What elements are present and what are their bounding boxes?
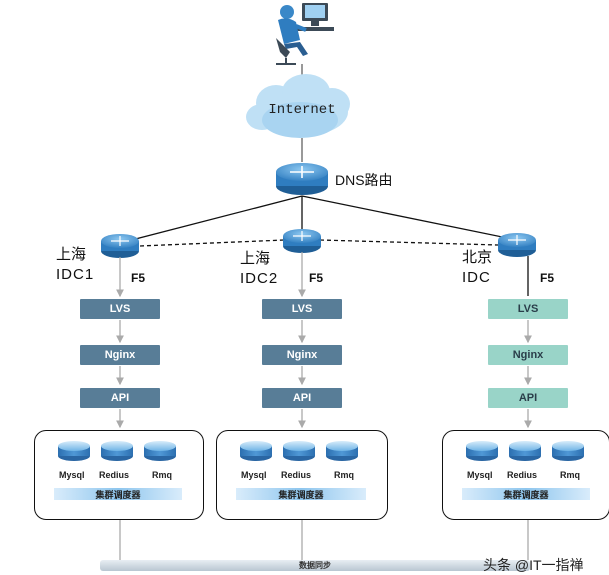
idc2-f5-label: F5 xyxy=(309,271,324,285)
router-icon xyxy=(283,229,321,253)
idc3-lvs-box: LVS xyxy=(488,299,568,319)
dns-router-icon xyxy=(276,163,328,195)
idc2-scheduler: 集群调度器 xyxy=(236,488,366,500)
idc3-api-box: API xyxy=(488,388,568,408)
idc1-db-label: Mysql xyxy=(59,470,85,480)
idc3-db-label: Redius xyxy=(507,470,538,480)
cloud-icon xyxy=(246,74,350,138)
idc2-db-label: Rmq xyxy=(334,470,354,480)
internet-label: Internet xyxy=(268,102,335,118)
user-at-computer-icon xyxy=(276,3,334,65)
idc2-lvs-box: LVS xyxy=(262,299,342,319)
idc1-code-label: IDC1 xyxy=(56,266,95,283)
idc3-code-label: IDC xyxy=(462,269,491,286)
idc1-db-label: Redius xyxy=(99,470,130,480)
idc1-api-box: API xyxy=(80,388,160,408)
idc1-lvs-box: LVS xyxy=(80,299,160,319)
idc3-f5-label: F5 xyxy=(540,271,555,285)
idc2-db-label: Mysql xyxy=(241,470,267,480)
idc2-code-label: IDC2 xyxy=(240,270,279,287)
data-sync-bar: 数据同步 xyxy=(100,560,530,571)
idc1-nginx-box: Nginx xyxy=(80,345,160,365)
idc3-scheduler: 集群调度器 xyxy=(462,488,590,500)
idc2-nginx-box: Nginx xyxy=(262,345,342,365)
idc1-scheduler: 集群调度器 xyxy=(54,488,182,500)
idc3-nginx-box: Nginx xyxy=(488,345,568,365)
idc2-db-label: Redius xyxy=(281,470,312,480)
idc2-api-box: API xyxy=(262,388,342,408)
router-icon xyxy=(101,234,139,258)
idc1-city-label: 上海 xyxy=(56,246,87,263)
idc3-db-label: Mysql xyxy=(467,470,493,480)
watermark-text: 头条 @IT一指禅 xyxy=(483,557,584,573)
dns-label: DNS路由 xyxy=(335,172,393,188)
idc1-f5-label: F5 xyxy=(131,271,146,285)
idc3-city-label: 北京 xyxy=(462,249,493,266)
idc1-db-label: Rmq xyxy=(152,470,172,480)
idc2-city-label: 上海 xyxy=(240,250,271,267)
idc3-db-label: Rmq xyxy=(560,470,580,480)
router-icon xyxy=(498,233,536,257)
